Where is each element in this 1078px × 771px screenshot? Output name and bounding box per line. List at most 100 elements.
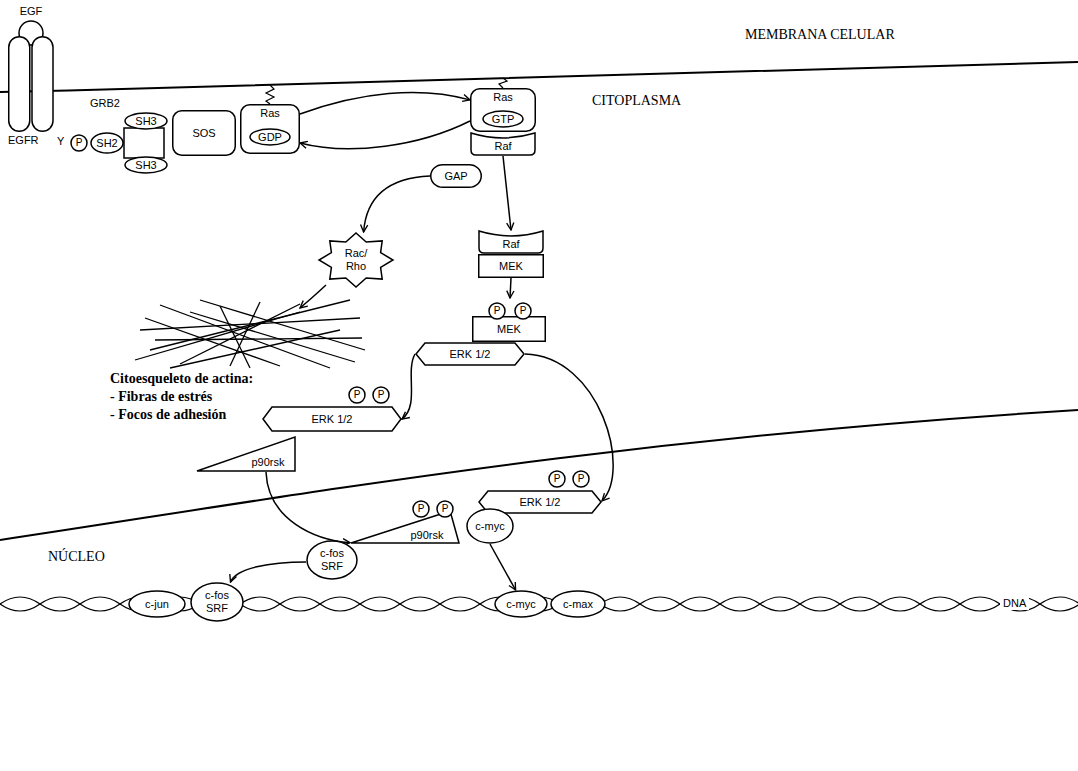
shape-outline xyxy=(129,591,185,617)
oval-node: P xyxy=(548,470,566,488)
node-text: c-max xyxy=(563,598,593,611)
shape-outline xyxy=(471,133,535,155)
node-text: c-fos SRF xyxy=(199,589,235,615)
node-text: Raf xyxy=(494,140,511,153)
actin-mesh xyxy=(135,300,365,368)
oval-node: P xyxy=(372,386,390,404)
shape-outline xyxy=(71,135,87,151)
actin-fiber xyxy=(155,338,362,340)
node-text: P xyxy=(354,389,361,401)
node-text: MEK xyxy=(497,323,521,336)
shape-outline xyxy=(197,437,295,471)
rounded-box: RasGDP xyxy=(240,104,300,154)
text-label: - Fibras de estrés xyxy=(110,388,212,405)
shape-outline xyxy=(483,111,523,127)
oval-node: P xyxy=(436,500,454,518)
node-text: SH3 xyxy=(135,115,156,128)
shape-outline xyxy=(479,255,544,278)
shape-outline xyxy=(191,583,243,621)
shape-outline xyxy=(307,541,357,579)
shape-graphic xyxy=(8,36,54,132)
shape-outline xyxy=(32,37,53,132)
oval-node: c-myc xyxy=(466,508,514,544)
text-label: NÚCLEO xyxy=(48,548,105,565)
box-node: MEK P P xyxy=(472,298,546,342)
node-text: GDP xyxy=(258,131,282,144)
leader-arrow xyxy=(300,285,326,308)
node-text: P xyxy=(76,137,83,149)
actin-fiber xyxy=(150,300,350,350)
node-text: Ras xyxy=(260,107,280,120)
actin-fiber xyxy=(190,312,355,362)
shape-outline xyxy=(479,231,543,253)
node-text: P xyxy=(494,305,501,317)
oval-node: P xyxy=(488,302,506,320)
shape-outline xyxy=(573,471,589,487)
node-text: c-jun xyxy=(145,598,169,611)
arrow-connector xyxy=(525,354,613,501)
actin-fiber xyxy=(145,318,280,366)
shape-outline xyxy=(9,37,30,132)
shape-outline xyxy=(489,303,505,319)
text-label: Y xyxy=(57,134,64,148)
node-text: Rac/ Rho xyxy=(338,247,374,273)
oval-node: SH2 xyxy=(90,132,124,154)
shape-outline xyxy=(373,387,389,403)
actin-fiber xyxy=(135,312,300,360)
cell-membrane xyxy=(0,62,1078,92)
shape-outline xyxy=(467,509,513,543)
shape-outline xyxy=(124,128,164,158)
node-text: P xyxy=(578,473,585,485)
nuclear-envelope xyxy=(0,410,1078,540)
node-text: P xyxy=(520,305,527,317)
receptor-shape: EGFR xyxy=(8,36,54,132)
node-text: P xyxy=(378,389,385,401)
oval-node: c-jun xyxy=(128,590,186,618)
shape-outline xyxy=(416,343,524,365)
crescent-node: Raf xyxy=(478,230,544,254)
rounded-box: RasGTP xyxy=(470,88,536,132)
crescent-node: Raf xyxy=(470,132,536,156)
node-text: P xyxy=(554,473,561,485)
shape-outline xyxy=(413,501,429,517)
node-text: SH2 xyxy=(96,137,117,150)
gap-protein: GAP xyxy=(430,164,482,188)
actin-fiber xyxy=(180,304,300,364)
node-text: GRB2 xyxy=(90,97,120,110)
node-text: c-myc xyxy=(506,598,535,611)
text-label: MEMBRANA CELULAR xyxy=(745,26,895,43)
text-label: - Focos de adhesión xyxy=(110,406,226,423)
shape-outline xyxy=(473,317,546,342)
node-text: EGFR xyxy=(8,134,39,147)
shape-outline xyxy=(125,113,167,129)
triangle-node: p90rskPP xyxy=(350,500,460,544)
node-text: ERK 1/2 xyxy=(520,496,561,509)
arrow-connector xyxy=(364,176,430,232)
shape-outline xyxy=(241,105,300,154)
shape-outline xyxy=(263,407,401,431)
arrow-connector xyxy=(402,354,415,419)
oval-node: P xyxy=(572,470,590,488)
arrow-connector xyxy=(266,472,350,543)
node-text: GTP xyxy=(492,113,515,126)
shape-outline xyxy=(173,111,236,156)
hexagon-node: ERK 1/2 P P xyxy=(478,470,602,514)
shape-outline xyxy=(349,387,365,403)
oval-node: GDP xyxy=(249,128,291,146)
hexagon-node: ERK 1/2 xyxy=(415,342,525,366)
oval-node: SH3 xyxy=(124,112,168,130)
shape-outline xyxy=(471,89,536,132)
node-text: EGF xyxy=(20,5,43,18)
oval-node: c-max xyxy=(550,590,606,618)
node-text: P xyxy=(418,503,425,515)
node-text: GAP xyxy=(444,170,467,183)
lipid-anchor xyxy=(499,78,507,88)
triangle-node: p90rsk xyxy=(196,436,296,472)
oval-node: c-myc xyxy=(494,590,548,618)
actin-fiber xyxy=(160,305,330,368)
shape-outline xyxy=(515,303,531,319)
shape-outline xyxy=(91,133,123,153)
text-label: CITOPLASMA xyxy=(592,92,681,109)
shape-outline xyxy=(549,471,565,487)
node-text: Raf xyxy=(502,238,519,251)
